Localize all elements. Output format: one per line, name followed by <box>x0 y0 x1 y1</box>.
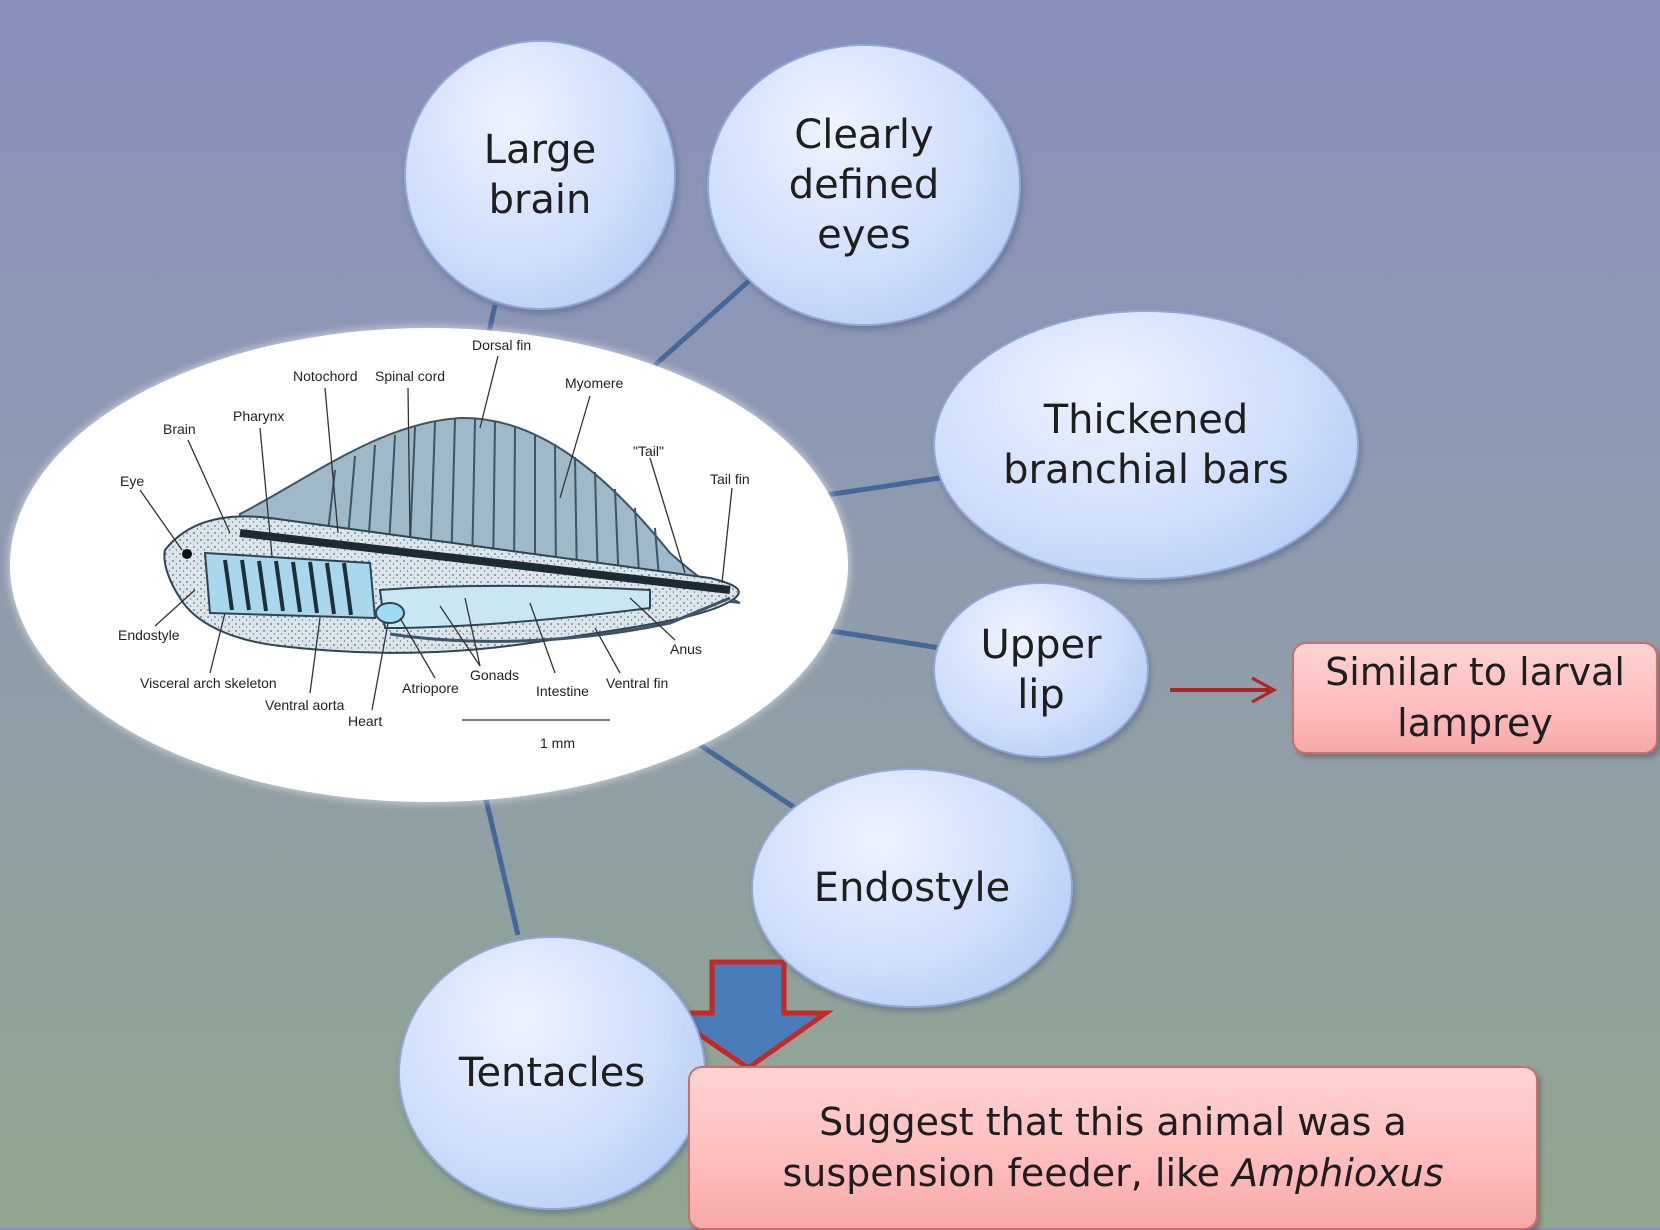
heart-shape <box>376 603 404 623</box>
callout-amphioxus: Amphioxus <box>1232 1151 1443 1195</box>
label-visceral-arch: Visceral arch skeleton <box>140 675 277 691</box>
label-spinal-cord: Spinal cord <box>375 368 445 384</box>
eye-dot <box>182 549 192 559</box>
label-tail-fin: Tail fin <box>710 471 750 487</box>
label-myomere: Myomere <box>565 375 624 391</box>
label-anus: Anus <box>670 641 702 657</box>
label-notochord: Notochord <box>293 368 358 384</box>
callout-lamprey-line2: lamprey <box>1325 698 1625 749</box>
bubble-clearly-defined-eyes: Clearly defined eyes <box>707 44 1021 326</box>
label-pharynx: Pharynx <box>233 408 284 424</box>
callout-suspension-line2: suspension feeder, like Amphioxus <box>782 1148 1443 1199</box>
label-ventral-fin: Ventral fin <box>606 675 668 691</box>
label-tail: "Tail" <box>633 443 664 459</box>
callout-larval-lamprey: Similar to larval lamprey <box>1292 642 1658 754</box>
callout-suspension-line2-prefix: suspension feeder, like <box>782 1151 1232 1195</box>
label-ventral-aorta: Ventral aorta <box>265 697 345 713</box>
bubble-tentacles: Tentacles <box>398 936 706 1210</box>
callout-suspension-feeder: Suggest that this animal was a suspensio… <box>688 1066 1538 1230</box>
label-heart: Heart <box>348 713 382 729</box>
label-endostyle: Endostyle <box>118 627 180 643</box>
label-brain: Brain <box>163 421 196 437</box>
connector-tentacles <box>485 795 518 935</box>
label-eye: Eye <box>120 473 144 489</box>
bubble-upper-lip: Upper lip <box>933 582 1149 758</box>
callout-lamprey-line1: Similar to larval <box>1325 647 1625 698</box>
label-gonads: Gonads <box>470 667 519 683</box>
label-intestine: Intestine <box>536 683 589 699</box>
label-atriopore: Atriopore <box>402 680 459 696</box>
amphioxus-illustration-oval: Dorsal fin Notochord Spinal cord Myomere… <box>10 328 848 802</box>
red-arrow <box>1170 678 1274 702</box>
bubble-large-brain: Large brain <box>404 40 676 310</box>
callout-suspension-line1: Suggest that this animal was a <box>782 1097 1443 1148</box>
bubble-thickened-branchial-bars: Thickened branchial bars <box>933 310 1359 580</box>
bubble-endostyle: Endostyle <box>751 768 1073 1008</box>
label-scale: 1 mm <box>540 735 575 751</box>
label-dorsal-fin: Dorsal fin <box>472 337 531 353</box>
amphioxus-illustration: Dorsal fin Notochord Spinal cord Myomere… <box>10 328 848 802</box>
